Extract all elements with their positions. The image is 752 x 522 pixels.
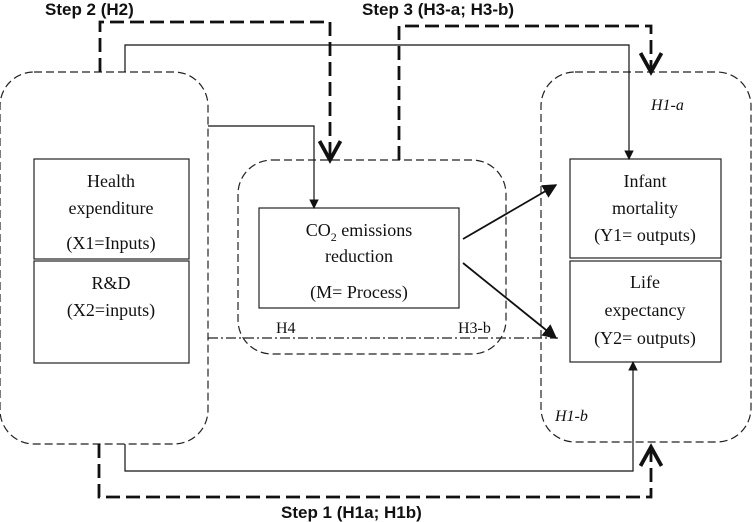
co2-label-line3: (M= Process) bbox=[310, 282, 408, 303]
h4-label: H4 bbox=[276, 320, 296, 337]
h1a-label: H1-a bbox=[650, 97, 684, 114]
health-label-line2: expenditure bbox=[69, 198, 154, 218]
co2-label-line1: CO2 emissions bbox=[306, 220, 413, 244]
step1-label: Step 1 (H1a; H1b) bbox=[281, 503, 422, 522]
rd-box bbox=[33, 260, 190, 364]
co2-subscript: 2 bbox=[331, 230, 337, 244]
co2-main-text: CO bbox=[306, 220, 331, 240]
step3-path bbox=[397, 24, 664, 160]
infant-mortality-box bbox=[569, 158, 722, 259]
health-label-line1: Health bbox=[87, 171, 135, 191]
health-label-line3: (X1=Inputs) bbox=[66, 233, 155, 254]
infant-label-line1: Infant bbox=[624, 171, 667, 191]
life-label-line3: (Y2= outputs) bbox=[594, 328, 696, 349]
h3b-label: H3-b bbox=[458, 320, 491, 337]
co2-label-line2: reduction bbox=[325, 246, 393, 266]
health-expenditure-box bbox=[33, 158, 190, 260]
inputs-to-co2-connector bbox=[208, 125, 319, 209]
rd-label-line2: (X2=inputs) bbox=[67, 300, 155, 321]
step1-path bbox=[97, 443, 664, 499]
infant-label-line3: (Y1= outputs) bbox=[594, 225, 696, 246]
life-label-line2: expectancy bbox=[605, 300, 686, 320]
step3-label: Step 3 (H3-a; H3-b) bbox=[362, 0, 514, 19]
health-to-infant-connector bbox=[124, 44, 634, 160]
life-expectancy-box bbox=[569, 260, 722, 363]
life-label-line1: Life bbox=[630, 272, 660, 292]
co2-to-infant-arrow bbox=[462, 184, 558, 240]
rd-to-life-connector bbox=[124, 361, 638, 472]
co2-rest-text: emissions bbox=[337, 220, 413, 240]
step2-label: Step 2 (H2) bbox=[45, 0, 134, 19]
co2-box bbox=[258, 207, 460, 309]
co2-to-life-arrow bbox=[462, 262, 558, 339]
h1b-label: H1-b bbox=[554, 408, 588, 425]
step2-path bbox=[98, 20, 343, 164]
rd-label-line1: R&D bbox=[91, 273, 130, 293]
infant-label-line2: mortality bbox=[612, 198, 678, 218]
process-group bbox=[237, 159, 507, 355]
